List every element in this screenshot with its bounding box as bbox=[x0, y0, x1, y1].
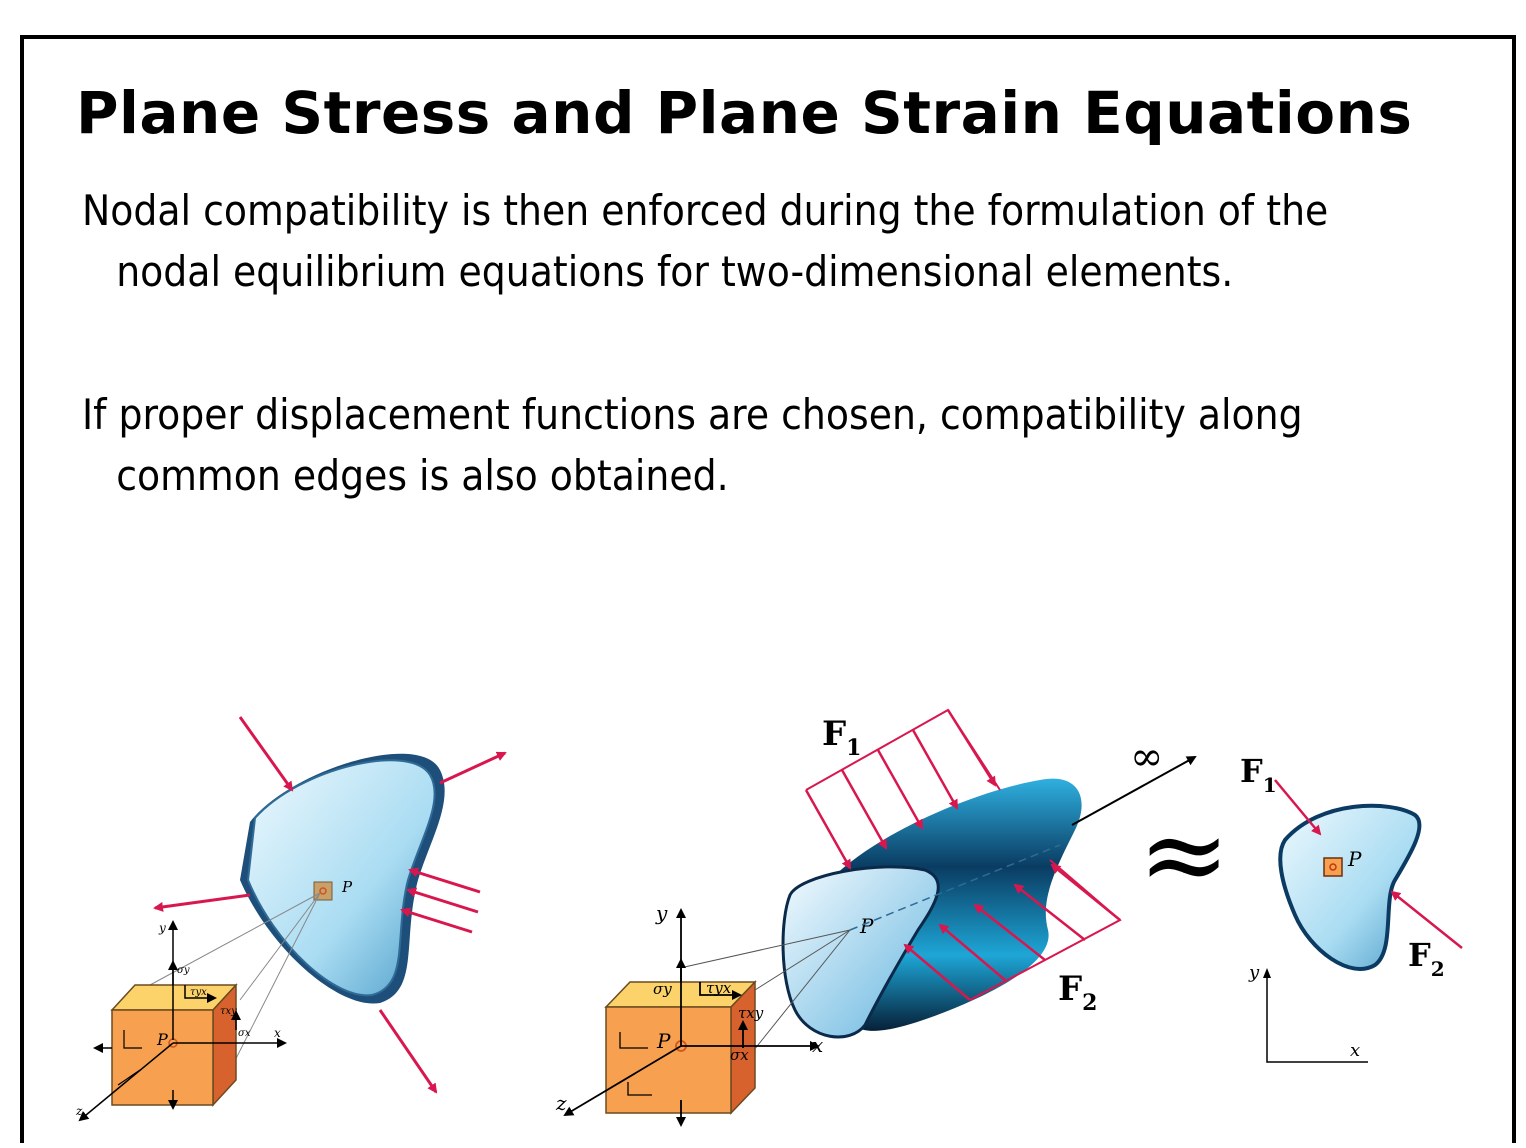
plate-body bbox=[246, 759, 436, 997]
plane-strain-diagram: P F1 F2 ∞ ≈ P y x bbox=[555, 708, 1463, 1127]
small-cross-section bbox=[1278, 803, 1422, 971]
axis-x-label: x bbox=[274, 1026, 281, 1040]
axis-z-label-right: z bbox=[555, 1091, 567, 1115]
paragraph-nodal-compatibility: Nodal compatibility is then enforced dur… bbox=[82, 186, 1329, 296]
small-force-f1-label: F1 bbox=[1240, 752, 1277, 797]
plane-stress-diagram: P P y x z σy τyx τxy σx bbox=[75, 716, 507, 1122]
axis-y-label-right: y bbox=[655, 901, 668, 925]
small-axis-y-label: y bbox=[1248, 962, 1260, 983]
stress-sigma-x-label-right: σx bbox=[730, 1046, 749, 1064]
axis-x-label-right: x bbox=[812, 1033, 823, 1057]
section-point-label: P bbox=[859, 914, 874, 938]
stress-tau-yx-label-right: τyx bbox=[706, 979, 732, 997]
force-f2-label: F2 bbox=[1058, 969, 1097, 1016]
stress-sigma-y-label: σy bbox=[177, 965, 190, 976]
cube-point-label-right: P bbox=[656, 1029, 671, 1053]
infinity-symbol: ∞ bbox=[1130, 734, 1163, 780]
small-point-label: P bbox=[1347, 847, 1362, 871]
slide-title: Plane Stress and Plane Strain Equations bbox=[76, 79, 1413, 147]
paragraph-displacement-functions: If proper displacement functions are cho… bbox=[82, 390, 1303, 500]
cube-point-label: P bbox=[156, 1030, 168, 1049]
slide-frame bbox=[20, 35, 1516, 1143]
small-axis-x-label: x bbox=[1350, 1040, 1360, 1061]
stress-sigma-x-label: σx bbox=[238, 1028, 251, 1039]
axis-z-label: z bbox=[75, 1104, 83, 1118]
small-force-f2-label: F2 bbox=[1408, 936, 1445, 981]
stress-tau-yx-label: τyx bbox=[190, 987, 207, 998]
small-point-cube bbox=[1323, 857, 1343, 877]
approx-symbol: ≈ bbox=[1138, 790, 1230, 918]
point-label: P bbox=[341, 878, 353, 896]
stress-sigma-y-label-right: σy bbox=[653, 980, 672, 998]
stress-tau-xy-label: τxy bbox=[220, 1006, 237, 1017]
stress-tau-xy-label-right: τxy bbox=[738, 1004, 764, 1022]
axis-y-label: y bbox=[158, 921, 166, 935]
force-f1-label: F1 bbox=[822, 714, 861, 761]
